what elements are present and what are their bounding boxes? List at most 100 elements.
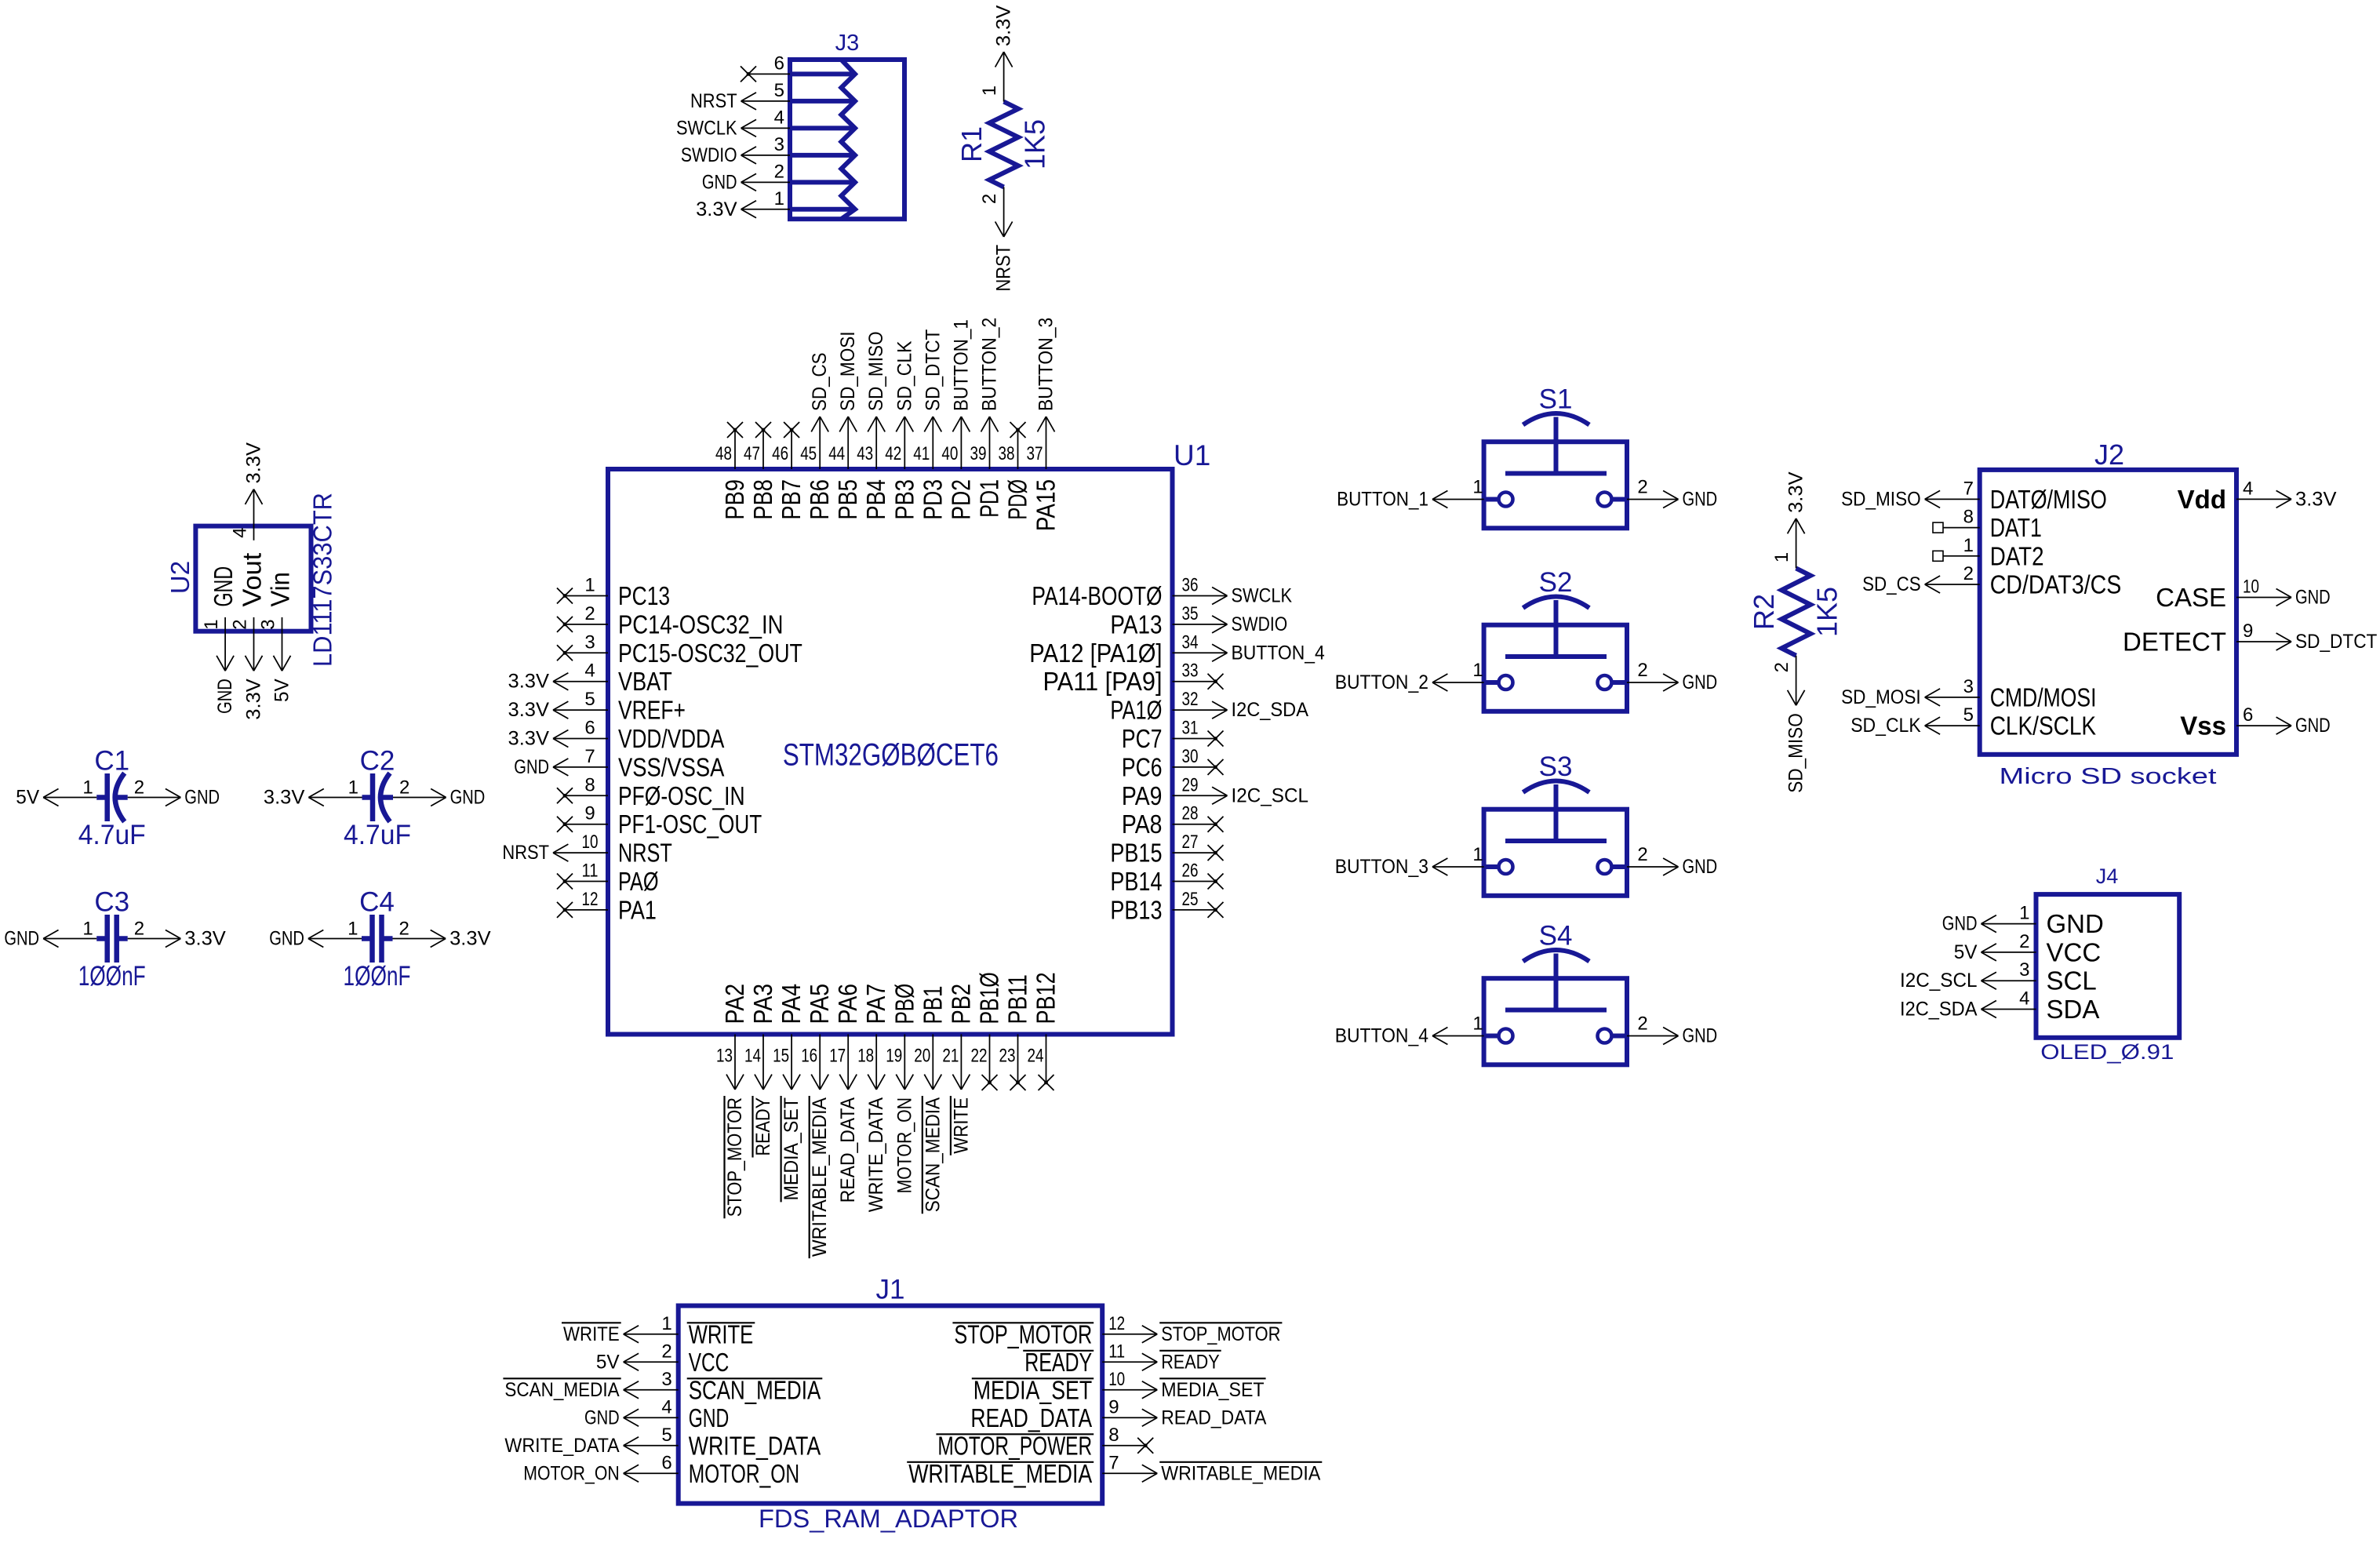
svg-text:7: 7 — [584, 746, 595, 767]
svg-text:GND: GND — [1942, 913, 1978, 935]
svg-text:BUTTON_2: BUTTON_2 — [1335, 671, 1428, 693]
svg-text:PA12 [PA1Ø]: PA12 [PA1Ø] — [1029, 639, 1162, 668]
svg-text:GND: GND — [269, 928, 304, 950]
svg-text:S1: S1 — [1539, 384, 1573, 415]
svg-text:33: 33 — [1182, 661, 1199, 682]
svg-text:2: 2 — [661, 1341, 671, 1362]
svg-text:C4: C4 — [359, 887, 395, 918]
svg-text:2: 2 — [979, 194, 1000, 204]
svg-text:SD_CLK: SD_CLK — [1851, 715, 1921, 737]
svg-text:10: 10 — [1108, 1369, 1125, 1390]
svg-text:2: 2 — [1637, 660, 1647, 681]
svg-text:SD_MISO: SD_MISO — [1841, 488, 1921, 510]
svg-text:PBØ: PBØ — [890, 984, 919, 1024]
svg-text:J4: J4 — [2096, 864, 2119, 888]
svg-text:SD_MISO: SD_MISO — [865, 331, 887, 411]
svg-text:2: 2 — [1771, 662, 1792, 672]
svg-text:PB5: PB5 — [833, 479, 862, 520]
svg-text:5V: 5V — [1954, 941, 1978, 963]
svg-text:3.3V: 3.3V — [696, 198, 737, 220]
svg-text:PA13: PA13 — [1110, 610, 1162, 639]
svg-text:MOTOR_ON: MOTOR_ON — [689, 1459, 799, 1488]
svg-text:PA7: PA7 — [861, 984, 890, 1024]
svg-text:DAT2: DAT2 — [1990, 541, 2044, 570]
svg-text:1: 1 — [1472, 477, 1483, 498]
svg-text:1: 1 — [979, 86, 1000, 96]
svg-text:GND: GND — [1683, 489, 1718, 511]
svg-text:34: 34 — [1182, 631, 1199, 653]
svg-text:40: 40 — [941, 443, 958, 464]
svg-text:VCC: VCC — [2047, 937, 2102, 966]
svg-text:CASE: CASE — [2156, 583, 2226, 612]
svg-text:BUTTON_4: BUTTON_4 — [1335, 1025, 1428, 1047]
svg-text:CMD/MOSI: CMD/MOSI — [1990, 682, 2097, 711]
svg-text:PA1Ø: PA1Ø — [1110, 696, 1162, 725]
svg-text:1: 1 — [1472, 660, 1483, 681]
svg-text:PC7: PC7 — [1122, 724, 1163, 753]
svg-text:PD2: PD2 — [946, 479, 975, 520]
svg-text:43: 43 — [857, 443, 873, 464]
svg-text:3.3V: 3.3V — [243, 679, 265, 720]
svg-text:J1: J1 — [876, 1275, 905, 1305]
svg-text:OLED_Ø.91: OLED_Ø.91 — [2040, 1040, 2174, 1064]
svg-text:26: 26 — [1182, 861, 1199, 882]
svg-text:22: 22 — [971, 1046, 988, 1067]
svg-text:PB3: PB3 — [890, 479, 919, 520]
svg-text:5V: 5V — [596, 1351, 620, 1373]
svg-text:3.3V: 3.3V — [449, 928, 491, 950]
svg-text:1: 1 — [1472, 1014, 1483, 1035]
svg-text:4: 4 — [2019, 988, 2029, 1010]
svg-text:READ_DATA: READ_DATA — [837, 1097, 859, 1203]
svg-text:VDD/VDDA: VDD/VDDA — [618, 724, 724, 753]
svg-text:READY: READY — [1024, 1348, 1092, 1377]
svg-text:GND: GND — [209, 566, 238, 607]
svg-text:WRITE: WRITE — [950, 1097, 972, 1154]
svg-text:SCAN_MEDIA: SCAN_MEDIA — [504, 1379, 620, 1401]
svg-text:GND: GND — [214, 679, 236, 714]
svg-text:14: 14 — [744, 1046, 761, 1067]
svg-text:5: 5 — [1963, 704, 1974, 726]
svg-text:42: 42 — [885, 443, 901, 464]
svg-text:MEDIA_SET: MEDIA_SET — [1161, 1379, 1264, 1401]
svg-text:23: 23 — [999, 1046, 1016, 1067]
svg-text:PB7: PB7 — [777, 479, 806, 520]
svg-text:6: 6 — [584, 718, 595, 739]
svg-text:12: 12 — [582, 889, 599, 910]
svg-text:BUTTON_3: BUTTON_3 — [1035, 318, 1057, 411]
svg-text:1ØØnF: 1ØØnF — [78, 961, 146, 992]
svg-text:19: 19 — [886, 1046, 902, 1067]
svg-text:2: 2 — [774, 161, 784, 182]
svg-text:1K5: 1K5 — [1018, 119, 1050, 169]
svg-text:38: 38 — [999, 443, 1015, 464]
svg-text:STOP_MOTOR: STOP_MOTOR — [724, 1097, 746, 1217]
svg-text:PDØ: PDØ — [1003, 479, 1032, 520]
svg-text:PB12: PB12 — [1032, 972, 1061, 1024]
svg-text:32: 32 — [1182, 689, 1199, 710]
svg-text:18: 18 — [857, 1046, 874, 1067]
svg-text:BUTTON_1: BUTTON_1 — [1337, 489, 1428, 511]
svg-text:4.7uF: 4.7uF — [344, 820, 411, 850]
svg-text:MOTOR_ON: MOTOR_ON — [523, 1462, 619, 1484]
svg-text:Vin: Vin — [266, 572, 295, 606]
svg-text:15: 15 — [773, 1046, 789, 1067]
svg-text:3.3V: 3.3V — [508, 728, 550, 750]
svg-text:NRST: NRST — [690, 90, 737, 112]
svg-text:2: 2 — [1963, 563, 1974, 584]
svg-text:GND: GND — [2295, 587, 2331, 609]
svg-text:4.7uF: 4.7uF — [78, 820, 146, 850]
svg-text:5V: 5V — [16, 787, 39, 809]
svg-text:U1: U1 — [1174, 439, 1210, 471]
svg-text:3.3V: 3.3V — [993, 5, 1015, 46]
svg-text:PA3: PA3 — [748, 984, 777, 1024]
svg-text:4: 4 — [2243, 478, 2253, 499]
svg-text:3: 3 — [584, 631, 595, 653]
svg-text:PB9: PB9 — [720, 479, 749, 520]
svg-text:U2: U2 — [166, 561, 195, 594]
svg-text:PB15: PB15 — [1110, 839, 1162, 868]
svg-text:17: 17 — [829, 1046, 846, 1067]
svg-text:1: 1 — [1771, 552, 1792, 562]
svg-text:VSS/VSSA: VSS/VSSA — [618, 752, 724, 781]
svg-text:WRITE_DATA: WRITE_DATA — [504, 1435, 620, 1457]
svg-text:2: 2 — [1637, 1014, 1647, 1035]
svg-text:WRITABLE_MEDIA: WRITABLE_MEDIA — [1161, 1462, 1320, 1484]
